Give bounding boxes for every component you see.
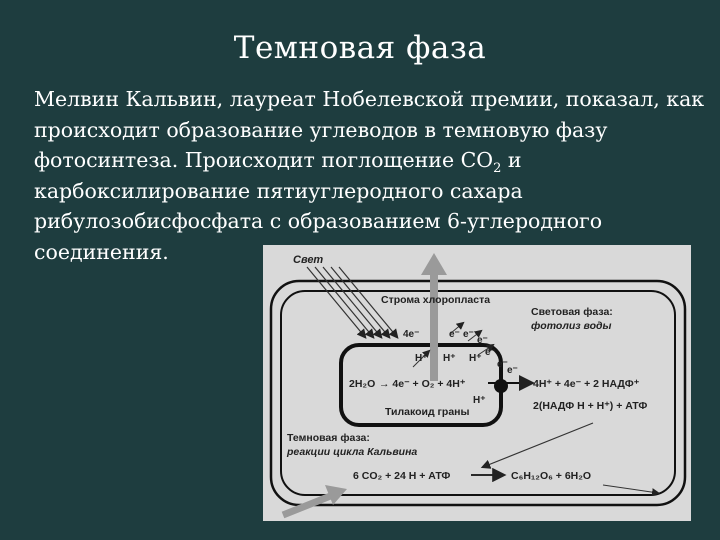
slide-body-text: Мелвин Кальвин, лауреат Нобелевской прем…	[34, 84, 714, 267]
electron-label-4: e⁻	[485, 347, 496, 358]
electron-arrows	[412, 321, 495, 368]
dark-phase-subtitle: реакции цикла Кальвина	[286, 446, 417, 458]
oxygen-release-arrow	[421, 253, 447, 381]
light-to-dark-arrow	[480, 422, 594, 469]
light-rays	[306, 266, 399, 339]
proton-label-1: H⁺	[415, 353, 428, 364]
electron-label-6: e⁻	[507, 365, 518, 376]
dark-phase-title: Темновая фаза:	[287, 432, 370, 444]
calvin-equation-left: 6 CO₂ + 24 H + АТФ	[353, 470, 450, 482]
sugar-output-arrow	[602, 484, 660, 497]
electron-label-5: e⁻	[497, 359, 508, 370]
atp-synthase-dot	[494, 379, 508, 393]
electron-label-3: e⁻	[477, 335, 488, 346]
electron-label-2: e⁻	[463, 329, 474, 340]
body-text-subscript: 2	[493, 161, 502, 177]
proton-label-2: H⁺	[443, 353, 456, 364]
calvin-equation-right: C₆H₁₂O₆ + 6H₂O	[511, 470, 591, 482]
light-equation-1: 4H⁺ + 4e⁻ + 2 НАДФ⁺	[533, 378, 640, 390]
light-phase-title: Световая фаза:	[531, 306, 613, 318]
stroma-label: Строма хлоропласта	[381, 294, 490, 306]
proton-label-3: H⁺	[469, 353, 482, 364]
electron-label-1: e⁻	[449, 329, 460, 340]
thylakoid-label: Тилакоид граны	[385, 406, 470, 418]
slide-title: Темновая фаза	[233, 30, 487, 66]
co2-input-arrow	[281, 485, 347, 519]
water-label: 2H₂O	[349, 378, 375, 390]
body-text-part2: и карбоксилирование пятиуглеродного саха…	[34, 148, 603, 264]
light-label: Свет	[293, 254, 323, 266]
proton-label-4: H⁺	[473, 395, 486, 406]
body-text-part1: Мелвин Кальвин, лауреат Нобелевской прем…	[34, 87, 705, 172]
chloroplast-inner-membrane	[280, 290, 676, 496]
photosynthesis-diagram: Свет Строма хлоропласта Световая фаза: ф…	[263, 245, 691, 521]
light-equation-2: 2(НАДФ H + H⁺) + АТФ	[533, 400, 647, 412]
chloroplast-outer-membrane	[269, 279, 687, 507]
water-split-products: → 4e⁻ + O₂ + 4H⁺	[379, 378, 466, 390]
four-electrons-label: 4e⁻	[403, 329, 419, 340]
light-phase-subtitle: фотолиз воды	[531, 320, 612, 332]
